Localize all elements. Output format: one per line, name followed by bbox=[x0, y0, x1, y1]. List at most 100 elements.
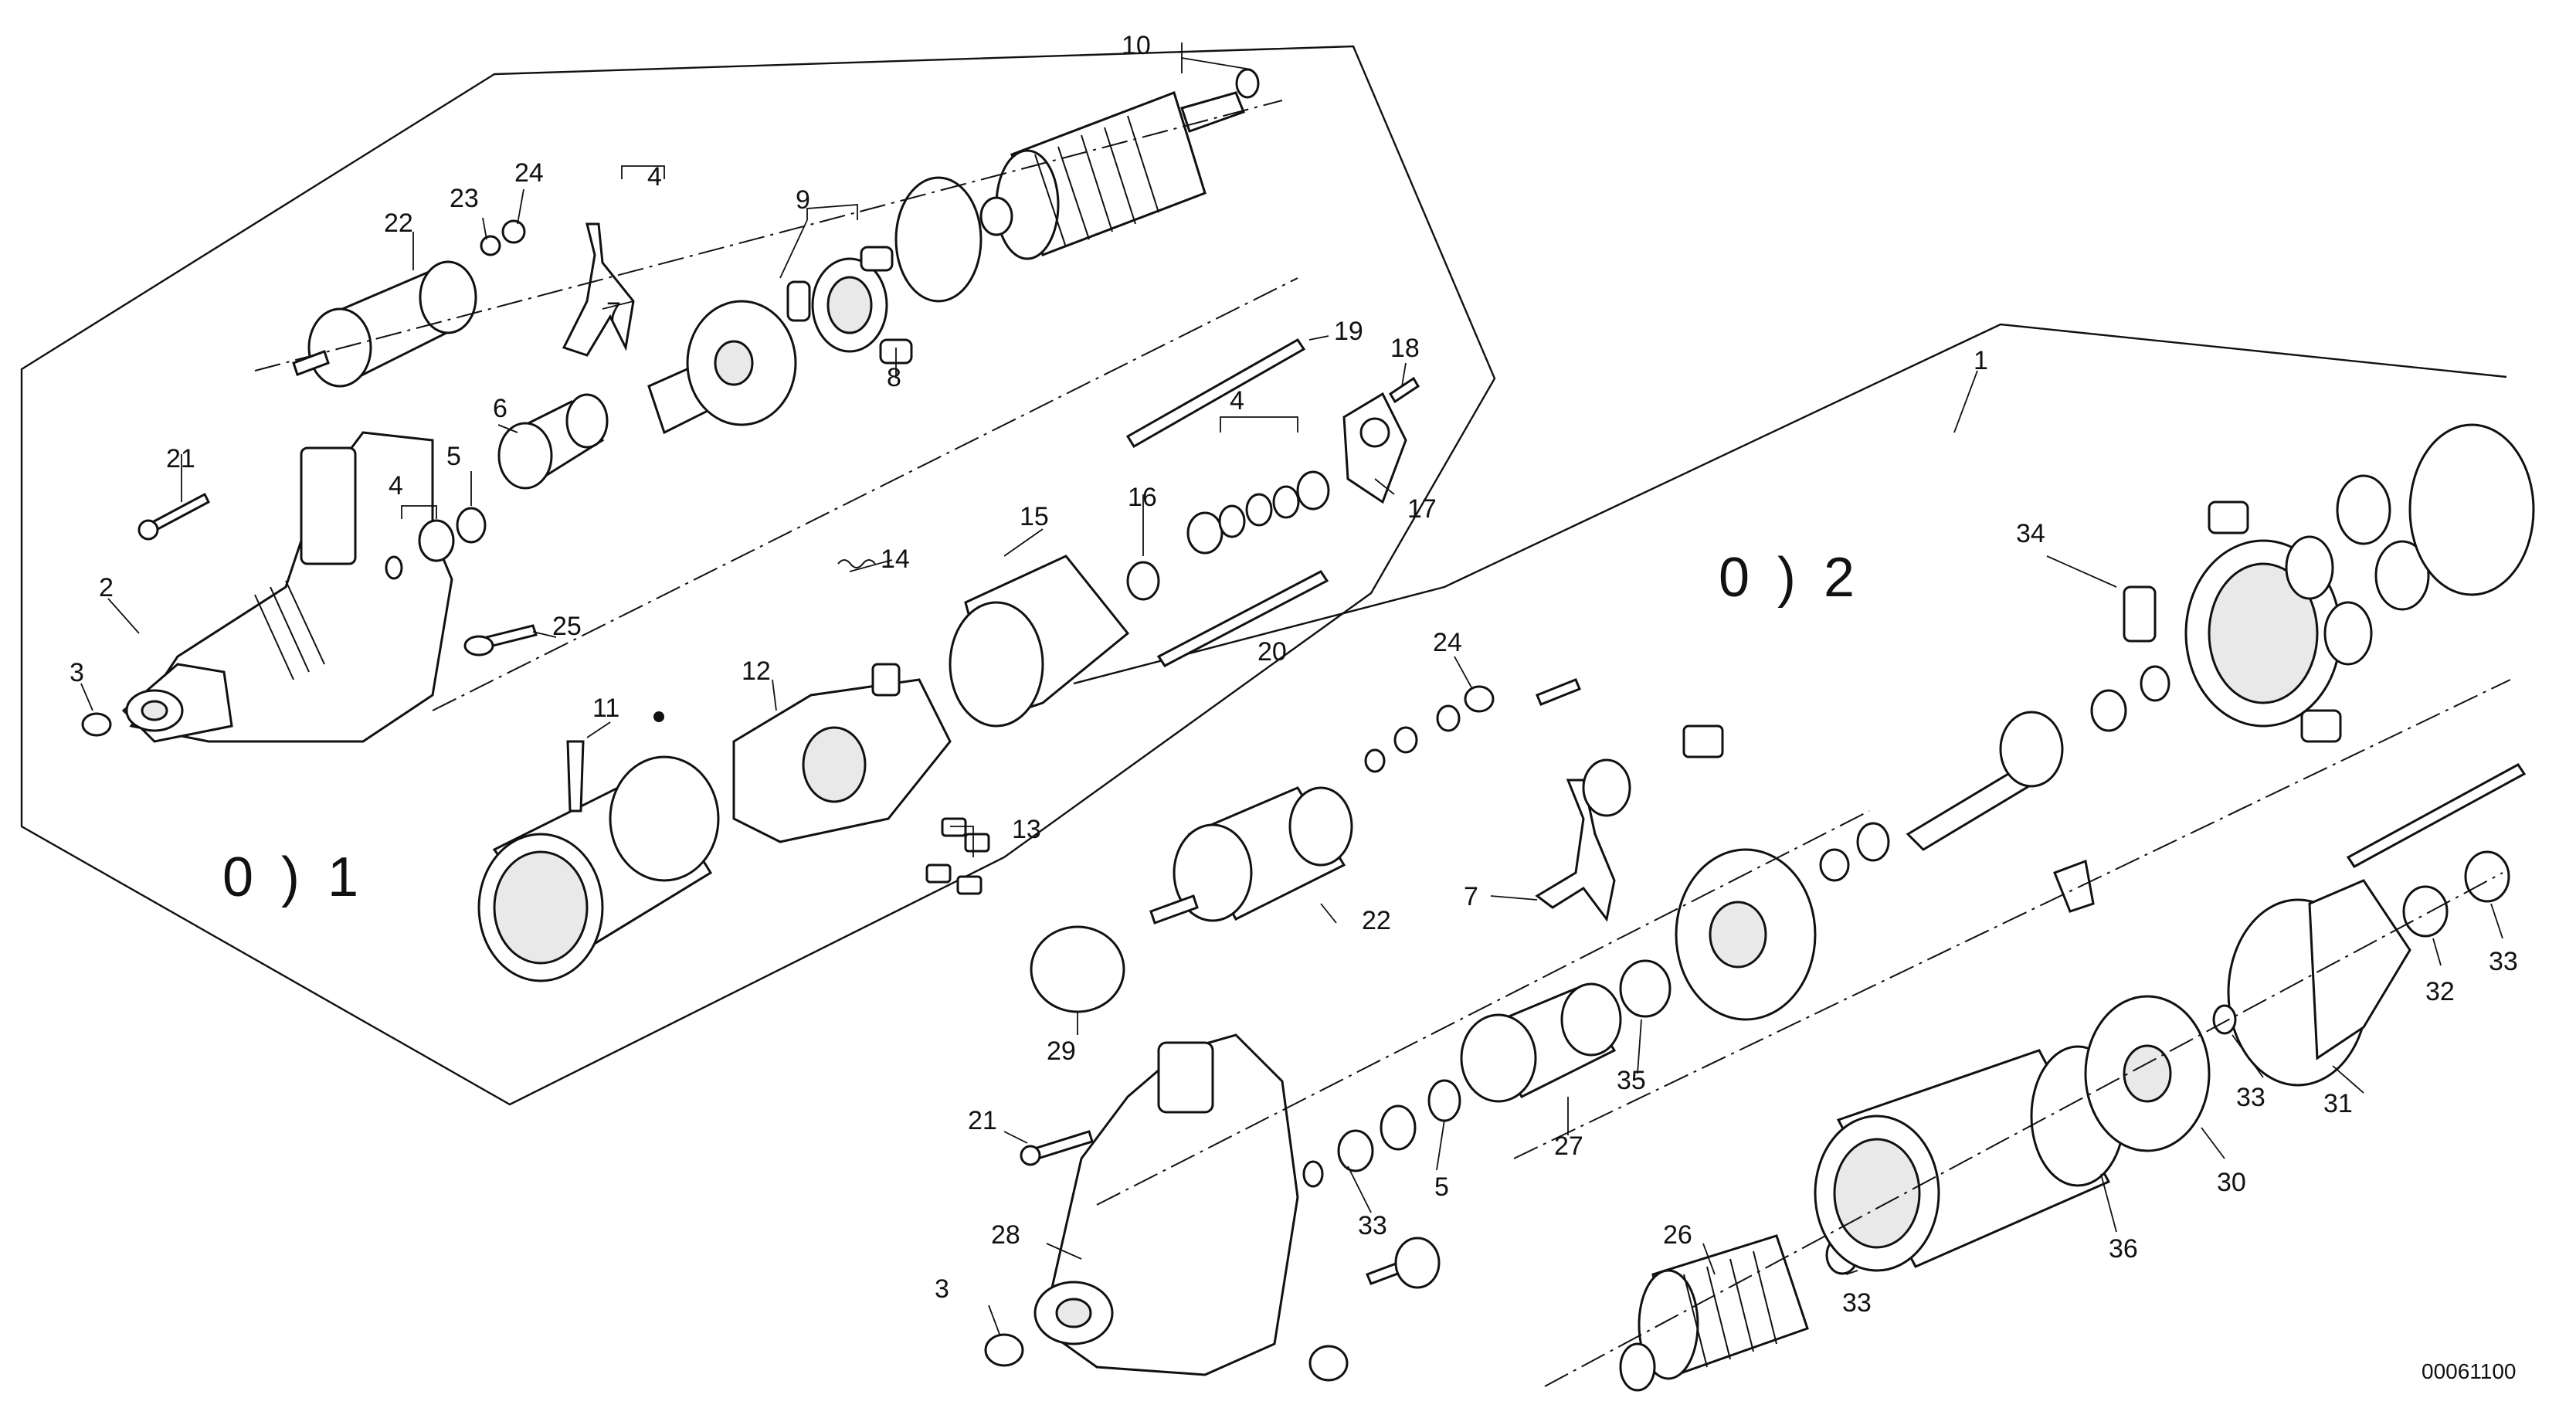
armature-1 bbox=[979, 68, 1260, 260]
rubber-blocks-34 bbox=[2123, 500, 2342, 743]
solenoid-switch-2 bbox=[1149, 786, 1353, 925]
callout-28: 28 bbox=[991, 1220, 1020, 1250]
commutator-end-frame-15 bbox=[949, 555, 1130, 728]
drive-end-housing-28 bbox=[1033, 1033, 1299, 1376]
callout-31: 31 bbox=[2323, 1089, 2353, 1118]
bushing-5a bbox=[1380, 1104, 1417, 1151]
fork-lever-2 bbox=[1535, 779, 1616, 922]
callout-21a: 21 bbox=[166, 444, 195, 473]
callout-24a: 24 bbox=[514, 158, 544, 188]
callout-9: 9 bbox=[796, 185, 810, 215]
callout-6: 6 bbox=[493, 394, 507, 423]
callout-5b: 5 bbox=[1434, 1172, 1449, 1202]
drive-shaft-2 bbox=[1906, 711, 2064, 851]
brush-holder-12 bbox=[732, 663, 952, 843]
group-1-outline bbox=[20, 45, 1496, 1106]
group-2-outline bbox=[1073, 323, 2507, 685]
callout-19: 19 bbox=[1334, 317, 1363, 346]
callout-2: 2 bbox=[99, 573, 114, 602]
reference-number: 00061100 bbox=[2422, 1359, 2517, 1383]
callout-16: 16 bbox=[1128, 483, 1157, 512]
callout-36: 36 bbox=[2109, 1234, 2138, 1264]
callout-34: 34 bbox=[2016, 519, 2045, 548]
ring-4 bbox=[385, 555, 403, 580]
callout-7b: 7 bbox=[1464, 882, 1478, 911]
callout-8: 8 bbox=[887, 363, 901, 392]
through-bolt-19 bbox=[1125, 338, 1306, 449]
callout-26: 26 bbox=[1663, 1220, 1692, 1250]
callout-11: 11 bbox=[592, 694, 619, 723]
callout-4a: 4 bbox=[389, 471, 403, 500]
callout-22a: 22 bbox=[384, 209, 413, 238]
planet-gears bbox=[2285, 474, 2430, 666]
callout-30: 30 bbox=[2217, 1168, 2246, 1197]
callout-32: 32 bbox=[2425, 977, 2455, 1006]
spring-14 bbox=[837, 559, 876, 568]
ring-33a bbox=[1302, 1160, 1324, 1188]
callout-29: 29 bbox=[1047, 1036, 1076, 1066]
through-bolt-20 bbox=[1156, 570, 1329, 667]
leader-lines bbox=[80, 42, 2503, 1337]
gear-carrier-plate-2 bbox=[2408, 423, 2535, 596]
retainer-plate bbox=[1682, 724, 1724, 758]
ring-set-4 bbox=[1186, 470, 1330, 555]
ring-33d bbox=[2212, 1004, 2237, 1035]
washer-bottom bbox=[1308, 1345, 1349, 1382]
ring-33b bbox=[1337, 1129, 1374, 1172]
callout-35: 35 bbox=[1617, 1066, 1646, 1095]
brush-plate-30 bbox=[2053, 859, 2211, 1152]
bushing-5b bbox=[1427, 1079, 1461, 1122]
assembly-axis-lines bbox=[254, 100, 2511, 1387]
callout-18: 18 bbox=[1390, 334, 1420, 363]
ring-group-2a bbox=[1819, 848, 1850, 882]
ring-group-2b bbox=[1856, 822, 1890, 862]
callout-5a: 5 bbox=[446, 442, 461, 471]
callout-24b: 24 bbox=[1433, 628, 1462, 657]
callout-4c: 4 bbox=[1230, 386, 1244, 416]
gear-carrier-plate-1 bbox=[894, 176, 983, 303]
callout-12: 12 bbox=[742, 657, 771, 686]
callout-33d: 33 bbox=[1842, 1288, 1872, 1318]
bushing-3b bbox=[984, 1333, 1024, 1367]
dot-marker bbox=[653, 711, 664, 722]
callout-3a: 3 bbox=[70, 658, 84, 687]
callout-17: 17 bbox=[1407, 494, 1437, 524]
planetary-gear-set-1 bbox=[786, 246, 913, 365]
callout-33c: 33 bbox=[1358, 1211, 1387, 1240]
plunger-spring bbox=[1582, 758, 1631, 817]
bushing-3 bbox=[81, 712, 112, 737]
screw-24 bbox=[1536, 678, 1581, 706]
bushing-16 bbox=[1126, 561, 1160, 601]
group-label-2: 0 ) 2 bbox=[1719, 547, 1861, 609]
screw-18 bbox=[1388, 376, 1420, 404]
brushes-13 bbox=[925, 817, 990, 895]
callout-13: 13 bbox=[1012, 815, 1041, 844]
callout-22b: 22 bbox=[1362, 906, 1391, 935]
intermediate-bearing-2 bbox=[1675, 848, 1817, 1021]
seal-29 bbox=[1030, 925, 1125, 1013]
callout-15: 15 bbox=[1020, 502, 1049, 531]
callout-23: 23 bbox=[450, 184, 479, 213]
callout-20: 20 bbox=[1257, 637, 1287, 667]
bushing-32 bbox=[2402, 885, 2449, 938]
pinion-drive-1 bbox=[497, 393, 609, 490]
callout-7a: 7 bbox=[606, 297, 621, 327]
callout-1: 1 bbox=[1974, 346, 1988, 375]
fork-lever-1 bbox=[562, 222, 635, 357]
ring-35 bbox=[1619, 959, 1672, 1018]
callout-27: 27 bbox=[1554, 1131, 1583, 1161]
yoke-field-frame-1 bbox=[477, 755, 720, 982]
callout-33a: 33 bbox=[2489, 947, 2518, 976]
group-label-1: 0 ) 1 bbox=[222, 846, 365, 908]
callout-33b: 33 bbox=[2236, 1083, 2265, 1112]
cap-33 bbox=[2464, 850, 2510, 903]
callout-10: 10 bbox=[1122, 31, 1151, 60]
through-bolt-g2 bbox=[2346, 763, 2527, 868]
callout-4b: 4 bbox=[647, 162, 662, 192]
nut-24 bbox=[1464, 685, 1495, 713]
solenoid-switch-1 bbox=[292, 219, 526, 388]
bushing-4 bbox=[418, 519, 455, 562]
callout-25: 25 bbox=[552, 612, 582, 641]
callout-21b: 21 bbox=[968, 1106, 997, 1135]
